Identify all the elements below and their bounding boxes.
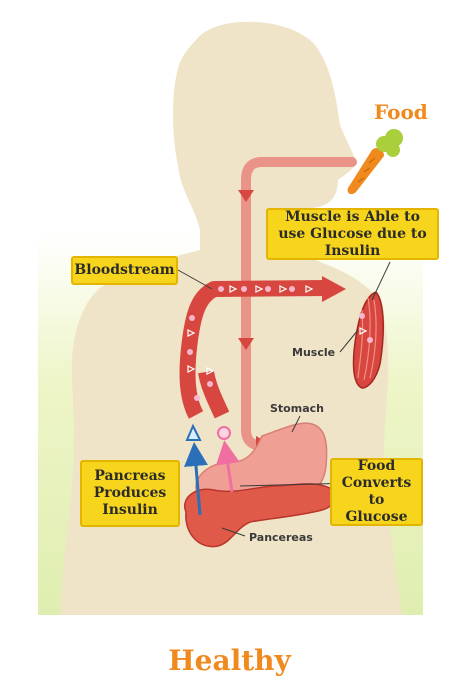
diagram-title: Healthy xyxy=(168,644,291,677)
food-label: Food xyxy=(374,100,428,124)
muscle-callout: Muscle is Able to use Glucose due to Ins… xyxy=(266,208,439,260)
glucose-circle-icon xyxy=(217,426,231,440)
bloodstream-vessel xyxy=(179,280,327,419)
insulin-particles xyxy=(187,285,314,375)
stomach-label: Stomach xyxy=(270,402,324,415)
pancreas-label: Pancereas xyxy=(249,531,313,544)
carrot-icon xyxy=(347,129,403,195)
muscle-illustration xyxy=(352,291,385,389)
bloodstream-callout: Bloodstream xyxy=(71,256,178,285)
glucose-particles xyxy=(187,286,295,401)
esophagus-arrow xyxy=(238,190,254,202)
bloodstream-arrowhead xyxy=(322,276,346,302)
insulin-arrow xyxy=(184,442,208,516)
pancreas-callout: Pancreas Produces Insulin xyxy=(80,460,180,527)
esophagus-arrow xyxy=(238,338,254,350)
esophagus xyxy=(241,157,357,451)
insulin-triangle-icon xyxy=(185,423,202,441)
food-converts-callout: Food Converts to Glucose xyxy=(330,458,423,526)
muscle-label: Muscle xyxy=(292,346,336,359)
glucose-arrow xyxy=(215,440,240,493)
